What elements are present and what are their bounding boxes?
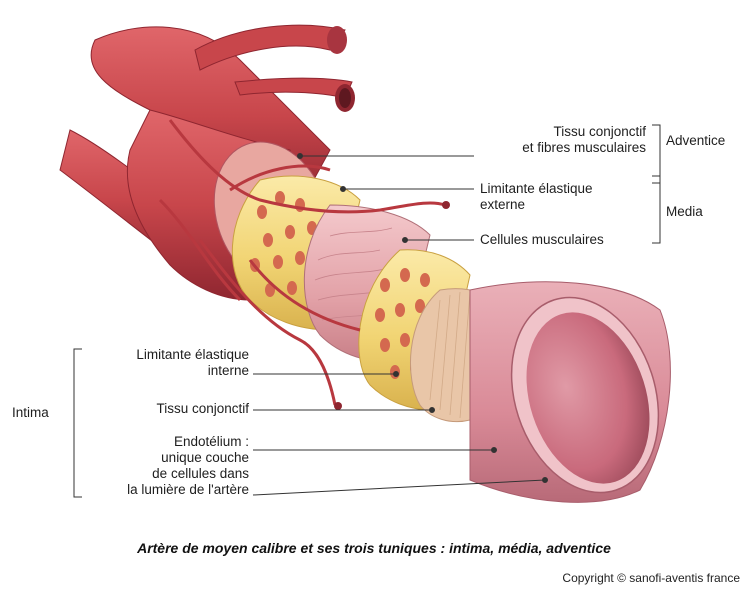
label-endotelium: Endotélium : unique couche de cellules d… [86,434,249,498]
label-tissu-conjonctif: Tissu conjonctif [86,401,249,417]
label-limitante-externe: Limitante élastique externe [480,181,593,213]
label-adventice: Adventice [666,133,725,149]
caption: Artère de moyen calibre et ses trois tun… [0,540,748,556]
label-intima: Intima [12,405,49,421]
copyright: Copyright © sanofi-aventis france [562,571,740,585]
label-cellules-musculaires: Cellules musculaires [480,232,604,248]
intima-tube [470,278,682,511]
label-limitante-interne: Limitante élastique interne [86,347,249,379]
label-tissu-conjonctif-fibres: Tissu conjonctif et fibres musculaires [430,124,646,156]
label-media: Media [666,204,703,220]
